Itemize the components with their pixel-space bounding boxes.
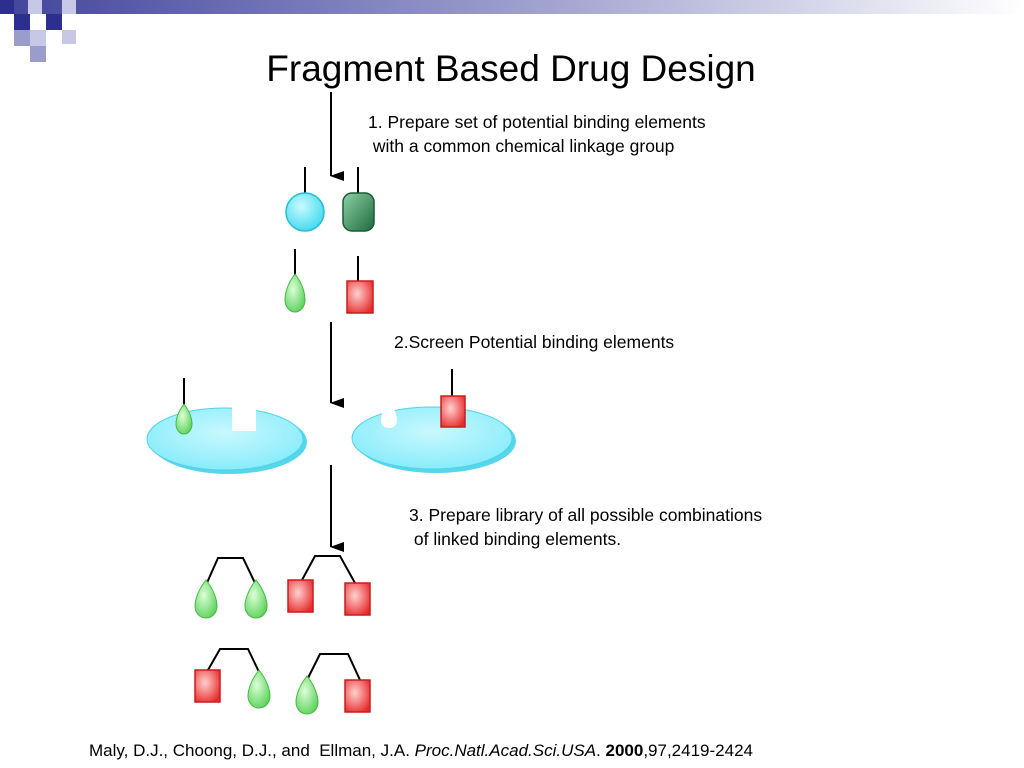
step-1-line-1: 1. Prepare set of potential binding elem…	[368, 112, 706, 132]
step-1-line-2: with a common chemical linkage group	[368, 136, 675, 156]
slide-title: Fragment Based Drug Design	[0, 47, 1024, 91]
step-3-line-2: of linked binding elements.	[409, 529, 622, 549]
library-green-red	[295, 653, 371, 715]
step-2-text: 2.Screen Potential binding elements	[394, 332, 675, 352]
step-3-text: 3. Prepare library of all possible combi…	[409, 503, 762, 551]
step-1-text: 1. Prepare set of potential binding elem…	[368, 110, 706, 158]
library-red-red	[287, 555, 371, 616]
citation-year: 2000	[605, 741, 644, 760]
fragment-red-square	[346, 256, 374, 314]
citation-authors: Maly, D.J., Choong, D.J., and Ellman, J.…	[89, 741, 415, 760]
fragment-dark-green-square	[342, 167, 375, 232]
citation-journal: Proc.Natl.Acad.Sci.USA	[414, 741, 597, 760]
citation: Maly, D.J., Choong, D.J., and Ellman, J.…	[89, 740, 753, 762]
corner-decoration	[0, 0, 1024, 62]
library-red-green	[194, 648, 271, 709]
citation-rest: ,97,2419-2424	[643, 741, 753, 760]
fragment-cyan-circle	[285, 167, 325, 232]
fragment-green-drop	[284, 249, 306, 313]
target-protein-right	[351, 369, 516, 473]
slide-title-text: Fragment Based Drug Design	[266, 48, 756, 89]
citation-separator: .	[596, 741, 606, 760]
step-3-line-1: 3. Prepare library of all possible combi…	[409, 505, 763, 525]
library-green-green	[194, 557, 268, 619]
target-protein-left	[146, 378, 307, 474]
